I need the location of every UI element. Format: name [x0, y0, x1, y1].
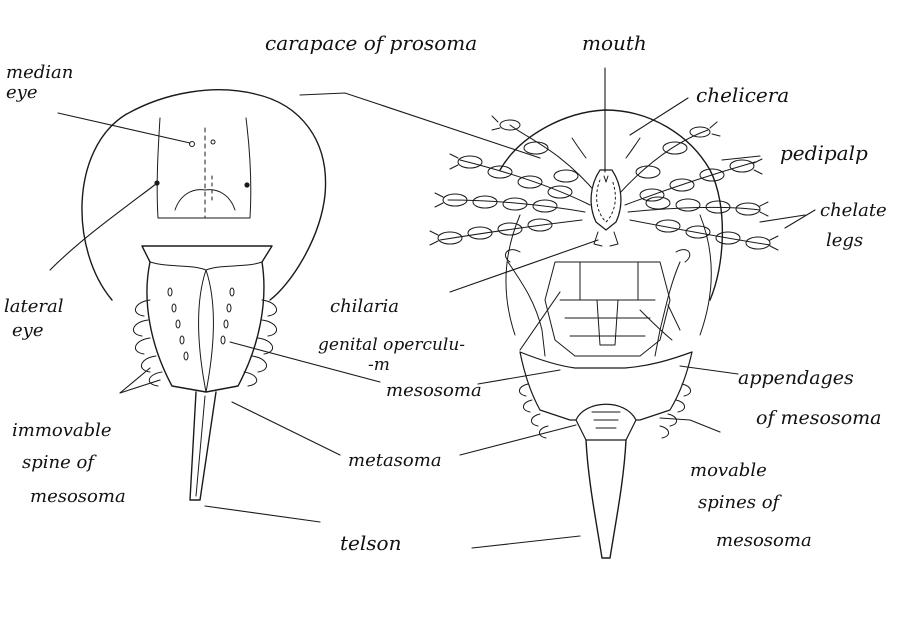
label-mouth: mouth [582, 31, 647, 55]
label-appendages-line1: appendages [738, 367, 854, 389]
movable-spines [519, 383, 691, 439]
ventral-telson [585, 439, 627, 559]
label-immovable-line3: mesosoma [30, 486, 126, 507]
dorsal-carapace [81, 89, 327, 301]
label-chelicera: chelicera [696, 83, 789, 107]
immovable-spines [133, 299, 277, 387]
label-chelate-legs-line2: legs [826, 230, 863, 251]
label-pedipalp: pedipalp [780, 141, 868, 165]
dorsal-mesosoma [141, 245, 273, 393]
leader-lines [49, 67, 816, 549]
label-lateral-eye-line2: eye [12, 320, 43, 341]
dorsal-view [81, 89, 327, 501]
label-telson: telson [340, 531, 401, 555]
chelicera [571, 137, 641, 159]
ventral-carapace [499, 109, 724, 301]
label-movable-line2: spines of [698, 492, 783, 513]
label-mesosoma: mesosoma [386, 380, 482, 401]
label-appendages-line2: of mesosoma [756, 407, 882, 429]
walking-legs [429, 115, 779, 251]
genital-operculum-plates [544, 261, 671, 357]
dorsal-telson [189, 391, 217, 501]
tergite-marks [167, 287, 235, 361]
mesosoma-appendages [507, 261, 681, 357]
label-immovable-line2: spine of [22, 452, 97, 473]
label-genital-operculum-line1: genital operculu- [318, 335, 465, 355]
median-eye-dot [189, 141, 195, 147]
chilaria [593, 231, 619, 247]
mouth-region [590, 169, 622, 231]
ventral-metasoma [575, 403, 637, 441]
label-median-eye-line1: median [6, 62, 73, 83]
label-movable-line1: movable [690, 460, 767, 481]
ventral-view [429, 109, 779, 559]
label-carapace: carapace of prosoma [265, 31, 477, 55]
label-lateral-eye-line1: lateral [4, 296, 64, 317]
label-metasoma: metasoma [348, 450, 442, 471]
labels: carapace of prosoma mouth median eye che… [4, 31, 887, 555]
label-median-eye-line2: eye [6, 82, 37, 103]
label-chilaria: chilaria [330, 296, 399, 317]
label-movable-line3: mesosoma [716, 530, 812, 551]
label-chelate-legs-line1: chelate [820, 200, 887, 221]
label-immovable-line1: immovable [12, 420, 112, 441]
ventral-mesosoma [519, 351, 693, 421]
label-genital-operculum-line2: -m [368, 355, 390, 375]
dorsal-cephalic-plate [156, 117, 252, 219]
